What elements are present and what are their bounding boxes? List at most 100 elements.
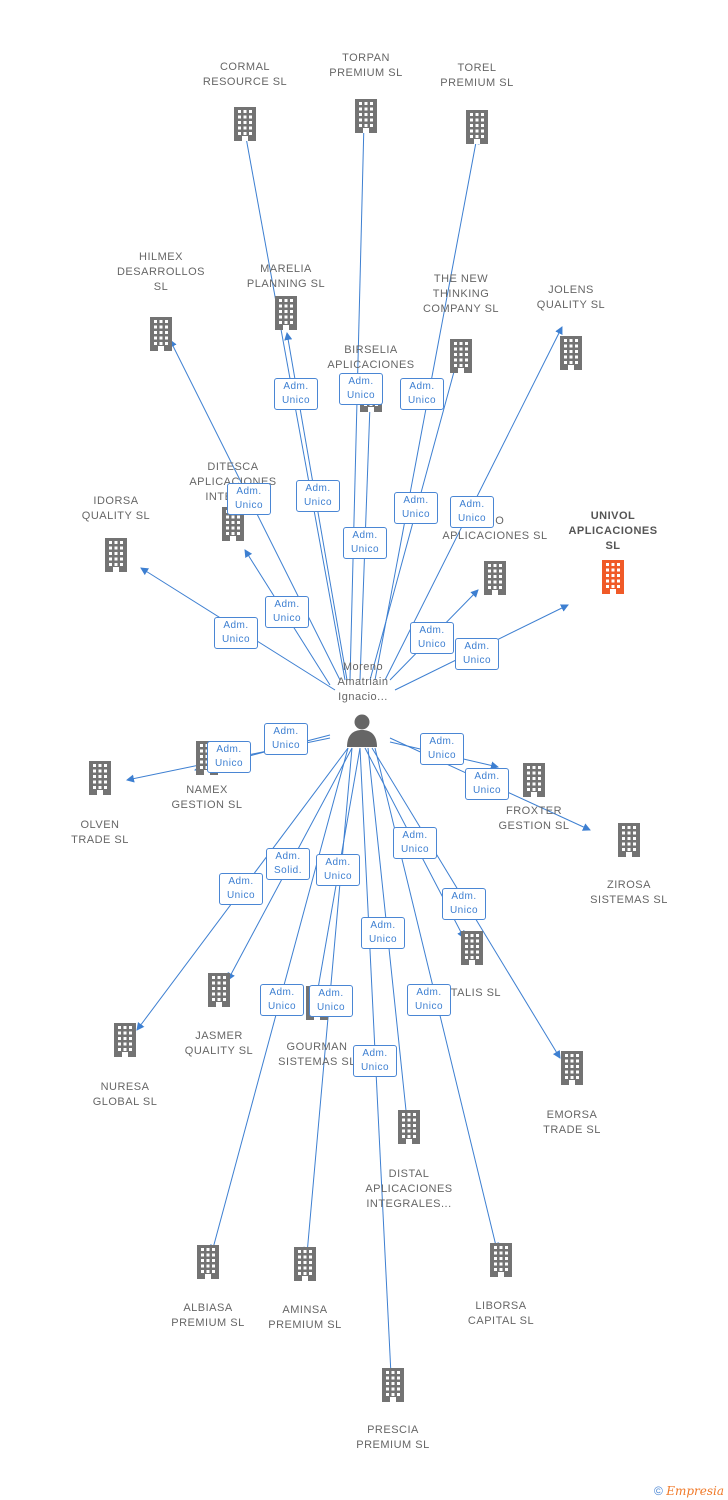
company-node-idorsa[interactable]: IDORSA QUALITY SL xyxy=(56,494,176,524)
company-node-hilmex[interactable]: HILMEX DESARROLLOS SL xyxy=(101,250,221,295)
company-label[interactable]: OLVEN TRADE SL xyxy=(71,819,129,846)
building-icon[interactable] xyxy=(292,1247,318,1286)
building-icon[interactable] xyxy=(112,1023,138,1062)
building-icon[interactable] xyxy=(195,1245,221,1284)
relation-label[interactable]: Adm. Unico xyxy=(393,827,437,859)
company-label[interactable]: DISTAL APLICACIONES INTEGRALES... xyxy=(365,1168,453,1210)
company-node-aminsa[interactable]: AMINSA PREMIUM SL xyxy=(245,1303,365,1333)
person-name[interactable]: Moreno Amatriain Ignacio... xyxy=(337,661,389,703)
building-icon[interactable] xyxy=(488,1243,514,1282)
company-node-birselia[interactable]: BIRSELIA APLICACIONES xyxy=(311,343,431,373)
company-node-torel[interactable]: TOREL PREMIUM SL xyxy=(417,61,537,91)
relation-label[interactable]: Adm. Unico xyxy=(265,596,309,628)
building-icon[interactable] xyxy=(353,99,379,138)
building-icon[interactable] xyxy=(521,763,547,802)
company-node-jolens[interactable]: JOLENS QUALITY SL xyxy=(511,283,631,313)
relation-label[interactable]: Adm. Unico xyxy=(420,733,464,765)
footer-brand: © Empresia xyxy=(654,1484,724,1498)
building-icon[interactable] xyxy=(206,973,232,1012)
company-node-gourman[interactable]: GOURMAN SISTEMAS SL xyxy=(257,1040,377,1070)
company-label[interactable]: EMORSA TRADE SL xyxy=(543,1109,601,1136)
relation-label[interactable]: Adm. Unico xyxy=(407,984,451,1016)
company-node-cormal[interactable]: CORMAL RESOURCE SL xyxy=(185,60,305,90)
relation-label[interactable]: Adm. Unico xyxy=(361,917,405,949)
company-label[interactable]: UNIVOL APLICACIONES SL xyxy=(568,510,658,552)
relation-label[interactable]: Adm. Unico xyxy=(227,483,271,515)
company-label[interactable]: ZIROSA SISTEMAS SL xyxy=(590,879,668,906)
company-node-nuresa[interactable]: NURESA GLOBAL SL xyxy=(65,1080,185,1110)
company-label[interactable]: JASMER QUALITY SL xyxy=(184,1030,254,1057)
relation-label[interactable]: Adm. Unico xyxy=(343,527,387,559)
relation-label[interactable]: Adm. Unico xyxy=(394,492,438,524)
building-icon[interactable] xyxy=(103,538,129,577)
company-node-namex[interactable]: NAMEX GESTION SL xyxy=(147,783,267,813)
building-icon[interactable] xyxy=(448,339,474,378)
company-node-distal[interactable]: DISTAL APLICACIONES INTEGRALES... xyxy=(349,1167,469,1212)
company-node-olven[interactable]: OLVEN TRADE SL xyxy=(40,818,160,848)
relation-label[interactable]: Adm. Unico xyxy=(465,768,509,800)
building-icon[interactable] xyxy=(396,1110,422,1149)
relation-label[interactable]: Adm. Unico xyxy=(274,378,318,410)
relation-label[interactable]: Adm. Unico xyxy=(316,854,360,886)
relation-label[interactable]: Adm. Unico xyxy=(442,888,486,920)
company-label[interactable]: TOREL PREMIUM SL xyxy=(440,62,514,89)
building-icon[interactable] xyxy=(273,296,299,335)
company-label[interactable]: ALBIASA PREMIUM SL xyxy=(171,1302,245,1329)
building-icon[interactable] xyxy=(232,107,258,146)
building-icon[interactable] xyxy=(459,931,485,970)
company-node-metalis[interactable]: ETALIS SL xyxy=(412,986,532,1001)
company-label[interactable]: AMINSA PREMIUM SL xyxy=(268,1304,342,1331)
company-node-albiasa[interactable]: ALBIASA PREMIUM SL xyxy=(148,1301,268,1331)
relation-label[interactable]: Adm. Unico xyxy=(309,985,353,1017)
relation-label[interactable]: Adm. Unico xyxy=(260,984,304,1016)
company-label[interactable]: ETALIS SL xyxy=(442,987,502,999)
building-icon[interactable] xyxy=(380,1368,406,1407)
company-label[interactable]: HILMEX DESARROLLOS SL xyxy=(116,251,206,293)
company-label[interactable]: NAMEX GESTION SL xyxy=(171,784,243,811)
building-icon[interactable] xyxy=(559,1051,585,1090)
company-label[interactable]: IDORSA QUALITY SL xyxy=(81,495,151,522)
relation-label[interactable]: Adm. Unico xyxy=(219,873,263,905)
company-node-univol[interactable]: UNIVOL APLICACIONES SL xyxy=(553,509,673,554)
relation-label[interactable]: Adm. Unico xyxy=(214,617,258,649)
company-node-torpan[interactable]: TORPAN PREMIUM SL xyxy=(306,51,426,81)
company-label[interactable]: NURESA GLOBAL SL xyxy=(92,1081,158,1108)
building-icon[interactable] xyxy=(616,823,642,862)
building-icon[interactable] xyxy=(148,317,174,356)
brand-name[interactable]: Empresia xyxy=(666,1484,724,1498)
company-label[interactable]: MARELIA PLANNING SL xyxy=(246,263,326,290)
company-node-jasmer[interactable]: JASMER QUALITY SL xyxy=(159,1029,279,1059)
company-node-zirosa[interactable]: ZIROSA SISTEMAS SL xyxy=(569,878,689,908)
company-node-thenew[interactable]: THE NEW THINKING COMPANY SL xyxy=(401,272,521,317)
company-node-liborsa[interactable]: LIBORSA CAPITAL SL xyxy=(441,1299,561,1329)
relation-label[interactable]: Adm. Unico xyxy=(296,480,340,512)
company-label[interactable]: BIRSELIA APLICACIONES xyxy=(327,344,415,371)
company-node-marelia[interactable]: MARELIA PLANNING SL xyxy=(226,262,346,292)
company-node-emorsa[interactable]: EMORSA TRADE SL xyxy=(512,1108,632,1138)
relation-label[interactable]: Adm. Unico xyxy=(450,496,494,528)
relation-label[interactable]: Adm. Solid. xyxy=(266,848,310,880)
relation-label[interactable]: Adm. Unico xyxy=(400,378,444,410)
building-icon[interactable] xyxy=(87,761,113,800)
relation-label[interactable]: Adm. Unico xyxy=(353,1045,397,1077)
relation-label[interactable]: Adm. Unico xyxy=(410,622,454,654)
building-icon[interactable] xyxy=(464,110,490,149)
relation-label[interactable]: Adm. Unico xyxy=(339,373,383,405)
relation-label[interactable]: Adm. Unico xyxy=(207,741,251,773)
company-label[interactable]: THE NEW THINKING COMPANY SL xyxy=(422,273,500,315)
relation-label[interactable]: Adm. Unico xyxy=(455,638,499,670)
company-label[interactable]: FROXTER GESTION SL xyxy=(498,805,570,832)
company-label[interactable]: LIBORSA CAPITAL SL xyxy=(467,1300,535,1327)
building-icon[interactable] xyxy=(558,336,584,375)
relation-label[interactable]: Adm. Unico xyxy=(264,723,308,755)
company-label[interactable]: CORMAL RESOURCE SL xyxy=(202,61,288,88)
company-label[interactable]: PRESCIA PREMIUM SL xyxy=(356,1424,430,1451)
company-node-froxter[interactable]: FROXTER GESTION SL xyxy=(474,804,594,834)
company-label[interactable]: GOURMAN SISTEMAS SL xyxy=(278,1041,356,1068)
company-label[interactable]: TORPAN PREMIUM SL xyxy=(329,52,403,79)
building-icon[interactable] xyxy=(482,561,508,600)
company-node-prescia[interactable]: PRESCIA PREMIUM SL xyxy=(333,1423,453,1453)
building-icon[interactable] xyxy=(600,560,626,599)
person-icon[interactable] xyxy=(343,713,381,747)
company-label[interactable]: JOLENS QUALITY SL xyxy=(536,284,606,311)
